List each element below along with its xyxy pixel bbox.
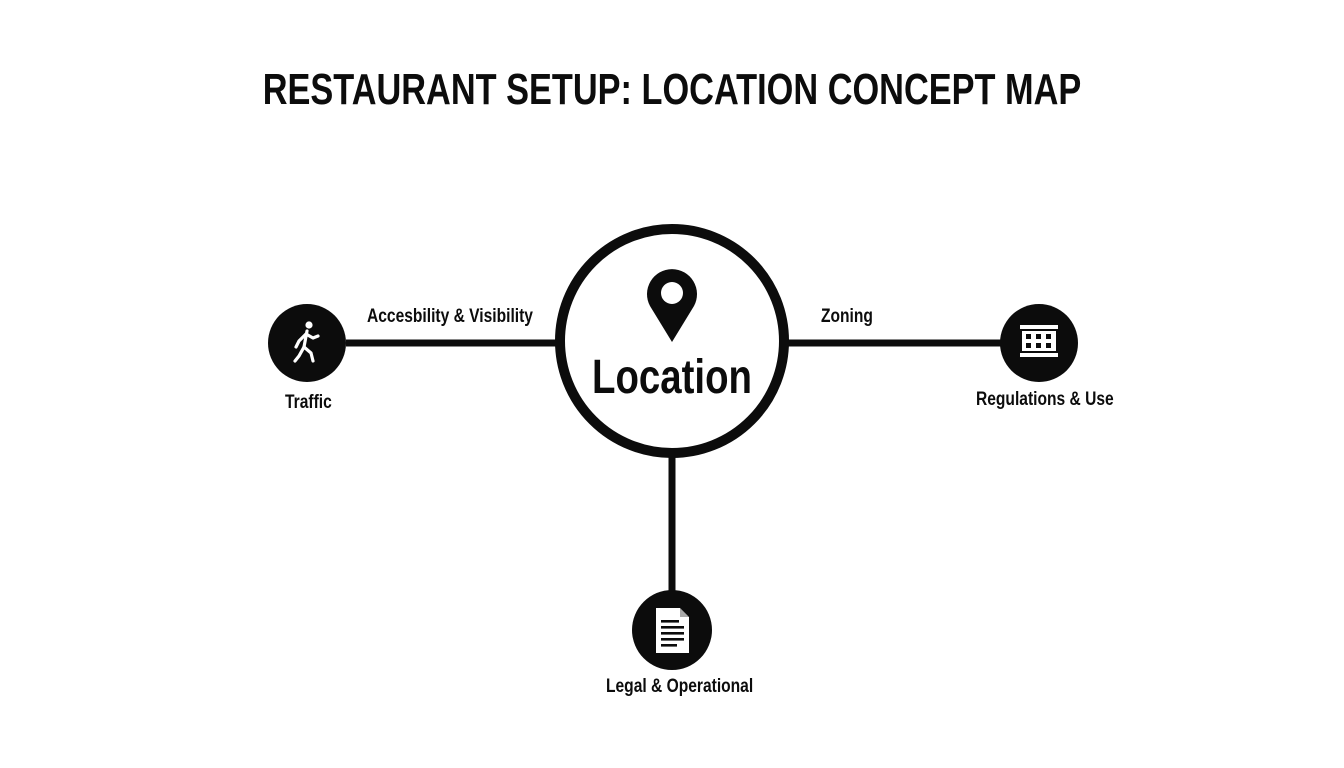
page-title: RESTAURANT SETUP: LOCATION CONCEPT MAP [262, 65, 1082, 114]
document-icon [656, 608, 689, 653]
center-label: Location [592, 351, 752, 404]
edge-label-zoning: Zoning [821, 306, 873, 327]
node-regulations[interactable] [1000, 304, 1078, 382]
node-traffic[interactable] [268, 304, 346, 382]
building-icon [1020, 325, 1058, 357]
node-label-legal: Legal & Operational [606, 676, 754, 697]
node-legal[interactable] [632, 590, 712, 670]
node-label-regulations: Regulations & Use [976, 389, 1114, 410]
map-pin-icon [647, 269, 697, 342]
node-label-traffic: Traffic [285, 392, 332, 413]
walking-person-icon [293, 321, 320, 363]
edge-label-access: Accesbility & Visibility [367, 306, 533, 327]
